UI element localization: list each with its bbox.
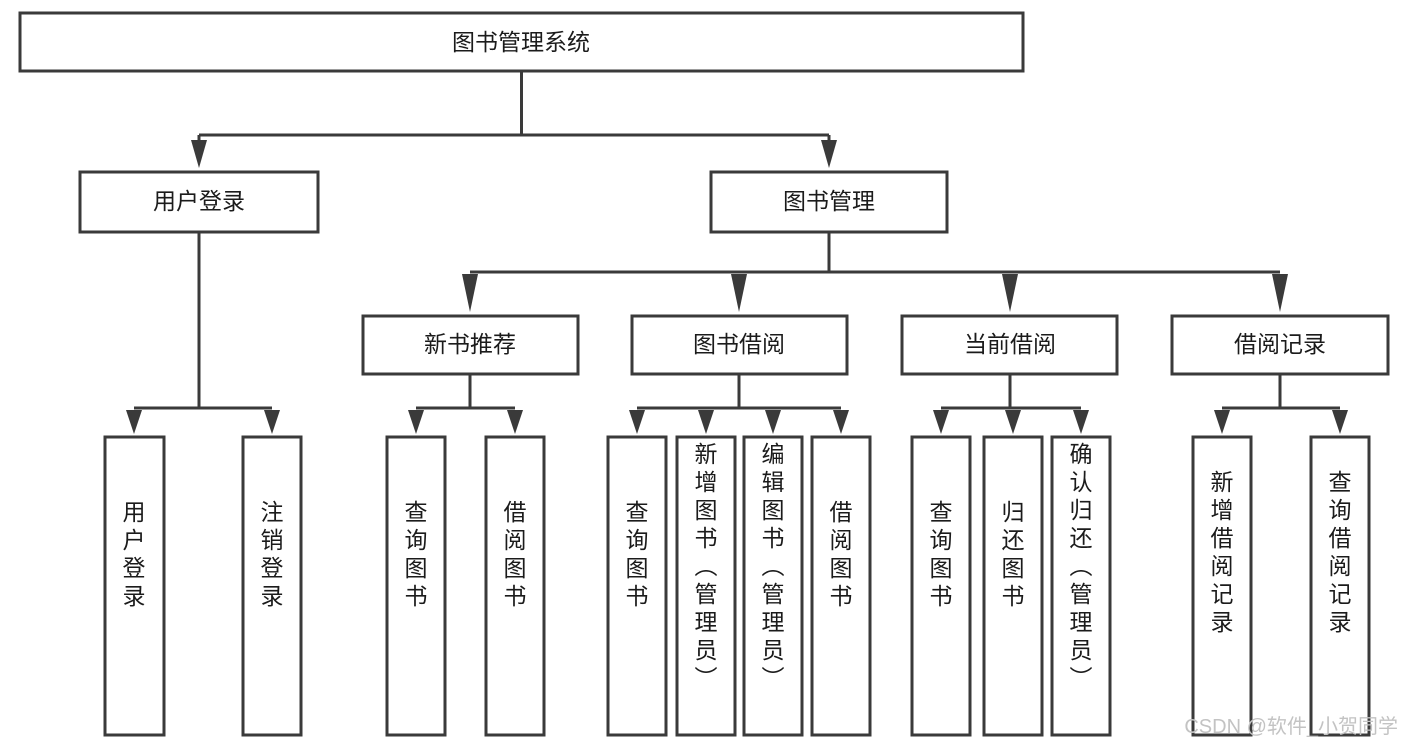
node-borrow-record-box[interactable]: [1170, 314, 1390, 376]
arrow-head-leaf-add-borrow-record: [1214, 410, 1230, 434]
csdn-watermark: CSDN @软件_小贺同学: [1184, 715, 1398, 738]
node-leaf-query-borrow-record-label: 查询借阅记录: [1329, 469, 1352, 635]
arrow-head-book-management: [821, 140, 837, 168]
node-leaf-edit-book-box[interactable]: [742, 435, 804, 737]
node-leaf-return-book[interactable]: 归还图书: [982, 435, 1044, 737]
arrow-head-leaf-borrow-book: [833, 410, 849, 434]
node-leaf-query-book-borrow[interactable]: 查询图书: [606, 435, 668, 737]
arrow-head-user-login: [191, 140, 207, 168]
node-borrow-record[interactable]: 借阅记录: [1170, 314, 1390, 376]
arrow-head-new-book-recommend: [462, 274, 478, 312]
node-root-label: 图书管理系统: [452, 29, 590, 55]
node-leaf-add-borrow-record[interactable]: 新增借阅记录: [1191, 435, 1253, 737]
node-new-book-recommend-label: 新书推荐: [424, 331, 516, 357]
node-leaf-add-book-box[interactable]: [675, 435, 737, 737]
node-book-borrow-label: 图书借阅: [693, 331, 785, 357]
node-new-book-recommend[interactable]: 新书推荐: [361, 314, 580, 376]
arrow-head-book-borrow: [731, 274, 747, 312]
node-book-borrow[interactable]: 图书借阅: [630, 314, 849, 376]
node-leaf-add-borrow-record-label: 新增借阅记录: [1211, 469, 1234, 635]
arrow-head-leaf-query-borrow-record: [1332, 410, 1348, 434]
node-current-borrow-label: 当前借阅: [964, 331, 1056, 357]
node-leaf-add-book[interactable]: 新增图书︵管理员︶: [675, 435, 737, 737]
arrow-head-leaf-borrow-book-new: [507, 410, 523, 434]
arrow-head-borrow-record: [1272, 274, 1288, 312]
node-leaf-user-login-label: 用户登录: [123, 499, 146, 609]
node-user-login-label: 用户登录: [153, 188, 245, 214]
node-leaf-return-book-label: 归还图书: [1002, 499, 1025, 609]
arrow-head-leaf-return-book: [1005, 410, 1021, 434]
node-book-management-box[interactable]: [709, 170, 949, 234]
node-leaf-query-book-new-label: 查询图书: [405, 499, 428, 609]
node-leaf-user-login-box[interactable]: [103, 435, 166, 737]
node-leaf-query-book-borrow-box[interactable]: [606, 435, 668, 737]
node-book-management-label: 图书管理: [783, 188, 875, 214]
node-leaf-query-book-new[interactable]: 查询图书: [385, 435, 447, 737]
node-borrow-record-label: 借阅记录: [1234, 331, 1326, 357]
node-leaf-confirm-return[interactable]: 确认归还︵管理员︶: [1050, 435, 1112, 737]
node-leaf-user-logout-label: 注销登录: [261, 499, 284, 609]
node-user-login-box[interactable]: [78, 170, 320, 234]
node-leaf-user-logout-box[interactable]: [241, 435, 303, 737]
node-leaf-user-logout[interactable]: 注销登录: [241, 435, 303, 737]
node-leaf-user-login[interactable]: 用户登录: [103, 435, 166, 737]
node-leaf-add-book-label: 新增图书︵管理员︶: [695, 441, 718, 691]
node-leaf-edit-book-label: 编辑图书︵管理员︶: [762, 441, 785, 691]
arrow-head-leaf-query-book-current: [933, 410, 949, 434]
arrow-head-leaf-query-book-new: [408, 410, 424, 434]
node-user-login[interactable]: 用户登录: [78, 170, 320, 234]
node-leaf-borrow-book-new-box[interactable]: [484, 435, 546, 737]
node-leaf-query-book-current-label: 查询图书: [930, 499, 953, 609]
node-leaf-query-book-current[interactable]: 查询图书: [910, 435, 972, 737]
node-current-borrow-box[interactable]: [900, 314, 1119, 376]
arrow-head-leaf-user-login: [126, 410, 142, 434]
node-leaf-query-borrow-record[interactable]: 查询借阅记录: [1309, 435, 1371, 737]
connector-layer: [126, 71, 1348, 434]
node-leaf-query-book-borrow-label: 查询图书: [626, 499, 649, 609]
node-book-borrow-box[interactable]: [630, 314, 849, 376]
node-leaf-confirm-return-box[interactable]: [1050, 435, 1112, 737]
node-leaf-borrow-book-new[interactable]: 借阅图书: [484, 435, 546, 737]
node-leaf-borrow-book-new-label: 借阅图书: [504, 499, 527, 609]
node-leaf-borrow-book-label: 借阅图书: [830, 499, 853, 609]
node-leaf-add-borrow-record-box[interactable]: [1191, 435, 1253, 737]
arrow-head-leaf-add-book: [698, 410, 714, 434]
arrow-head-current-borrow: [1002, 274, 1018, 312]
node-leaf-query-borrow-record-box[interactable]: [1309, 435, 1371, 737]
node-leaf-query-book-new-box[interactable]: [385, 435, 447, 737]
node-leaf-borrow-book[interactable]: 借阅图书: [810, 435, 872, 737]
arrow-head-leaf-confirm-return: [1073, 410, 1089, 434]
arrow-head-leaf-query-book-borrow: [629, 410, 645, 434]
arrow-head-leaf-user-logout: [264, 410, 280, 434]
node-leaf-return-book-box[interactable]: [982, 435, 1044, 737]
node-current-borrow[interactable]: 当前借阅: [900, 314, 1119, 376]
leaf-node-group: 用户登录 注销登录 查询图书 借阅图书 查询图书 新增图书︵管理员︶: [103, 435, 1371, 737]
arrow-head-leaf-edit-book: [765, 410, 781, 434]
node-leaf-borrow-book-box[interactable]: [810, 435, 872, 737]
node-leaf-query-book-current-box[interactable]: [910, 435, 972, 737]
node-new-book-recommend-box[interactable]: [361, 314, 580, 376]
node-root-box[interactable]: [18, 11, 1025, 73]
node-leaf-edit-book[interactable]: 编辑图书︵管理员︶: [742, 435, 804, 737]
node-book-management[interactable]: 图书管理: [709, 170, 949, 234]
node-root[interactable]: 图书管理系统: [18, 11, 1025, 73]
node-leaf-confirm-return-label: 确认归还︵管理员︶: [1070, 441, 1093, 691]
